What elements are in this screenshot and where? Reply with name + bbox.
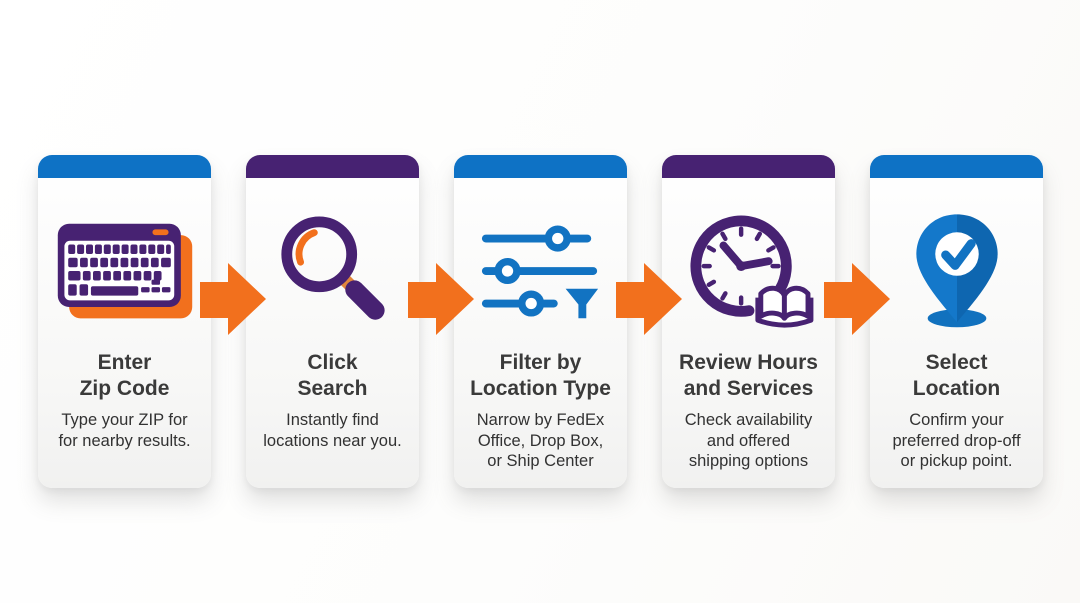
card-accent-bar [454, 155, 627, 178]
arrow-right-icon [200, 263, 266, 335]
card-accent-bar [246, 155, 419, 178]
step-description: Check availability and offered shipping … [684, 411, 813, 471]
step-card-enter-zip-code: Enter Zip Code Type your ZIP for for nea… [38, 155, 211, 488]
location-pin-check-icon [915, 214, 998, 328]
step-title: Enter Zip Code [79, 351, 170, 400]
step-description: Type your ZIP for for nearby results. [58, 411, 191, 450]
arrow-right-icon [824, 263, 890, 335]
clock-book-icon [689, 215, 813, 328]
filter-sliders-icon [481, 225, 598, 319]
card-accent-bar [38, 155, 211, 178]
step-card-filter-by-location-type: Filter by Location Type Narrow by FedEx … [454, 155, 627, 488]
card-accent-bar [870, 155, 1043, 178]
step-title: Click Search [297, 351, 368, 400]
step-description: Narrow by FedEx Office, Drop Box, or Shi… [476, 411, 605, 471]
step-card-select-location: Select Location Confirm your preferred d… [870, 155, 1043, 488]
step-card-review-hours-and-services: Review Hours and Services Check availabi… [662, 155, 835, 488]
step-description: Instantly find locations near you. [263, 411, 402, 450]
step-card-click-search: Click Search Instantly find locations ne… [246, 155, 419, 488]
magnifier-icon [280, 216, 385, 320]
card-accent-bar [662, 155, 835, 178]
step-description: Confirm your preferred drop-off or picku… [892, 411, 1021, 471]
step-title: Review Hours and Services [679, 351, 818, 400]
step-title: Select Location [912, 351, 1001, 400]
arrow-right-icon [408, 263, 474, 335]
arrow-right-icon [616, 263, 682, 335]
keyboard-icon [57, 223, 192, 319]
step-title: Filter by Location Type [470, 351, 611, 400]
